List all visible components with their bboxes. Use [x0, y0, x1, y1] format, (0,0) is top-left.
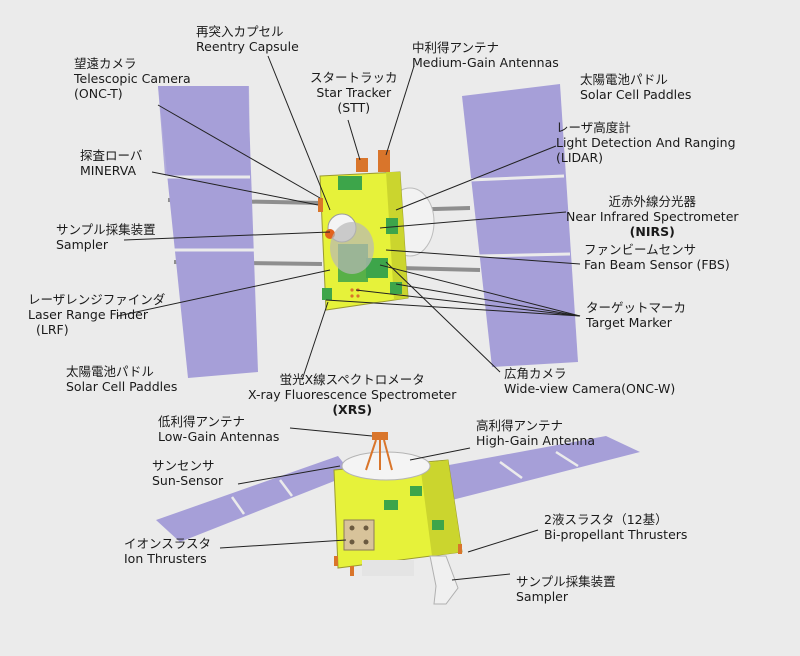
sampler-bottom-en: Sampler	[516, 589, 569, 604]
high-gain-dish-bottom	[341, 451, 431, 481]
sampler-bottom-jp: サンプル採集装置	[516, 574, 616, 589]
telescopic-camera-en: Telescopic Camera	[74, 71, 191, 86]
label-ion-thrusters: イオンスラスタ Ion Thrusters	[124, 536, 211, 566]
minerva-en: MINERVA	[80, 163, 137, 178]
label-nirs: 近赤外線分光器 Near Infrared Spectrometer (NIRS…	[566, 194, 739, 239]
label-target-marker: ターゲットマーカ Target Marker	[586, 300, 686, 330]
star-tracker-abbr: (STT)	[337, 100, 371, 115]
star-tracker-en: Star Tracker	[316, 85, 392, 100]
spacecraft-body-top	[318, 150, 409, 311]
label-bipropellant-thrusters: 2液スラスタ（12基） Bi-propellant Thrusters	[544, 512, 687, 542]
sun-sensor-jp: サンセンサ	[152, 458, 215, 473]
target-marker-jp: ターゲットマーカ	[586, 300, 687, 315]
label-telescopic-camera: 望遠カメラ Telescopic Camera (ONC-T)	[74, 56, 191, 101]
nirs-en: Near Infrared Spectrometer	[566, 209, 739, 224]
leader-lines	[117, 55, 581, 581]
sun-sensor-en: Sun-Sensor	[152, 473, 224, 488]
medium-gain-jp: 中利得アンテナ	[412, 40, 500, 55]
label-reentry-capsule: 再突入カプセル Reentry Capsule	[196, 24, 299, 54]
sampler-top-en: Sampler	[56, 237, 109, 252]
lrf-jp: レーザレンジファインダ	[28, 292, 166, 307]
ion-thrusters-jp: イオンスラスタ	[124, 536, 212, 551]
xrs-abbr: (XRS)	[332, 402, 373, 417]
lidar-abbr: (LIDAR)	[556, 150, 604, 165]
lidar-jp: レーザ高度計	[556, 120, 631, 135]
ion-thrusters-en: Ion Thrusters	[124, 551, 207, 566]
solar-paddles-left-jp: 太陽電池パドル	[66, 364, 154, 379]
label-star-tracker: スタートラッカ Star Tracker (STT)	[310, 70, 398, 115]
lrf-en: Laser Range Finder	[28, 307, 148, 322]
ion-thruster-block	[343, 519, 375, 551]
label-solar-paddles-right: 太陽電池パドル Solar Cell Paddles	[580, 72, 691, 102]
reentry-capsule-en: Reentry Capsule	[196, 39, 299, 54]
high-gain-en: High-Gain Antenna	[476, 433, 595, 448]
biprop-en: Bi-propellant Thrusters	[544, 527, 688, 542]
wide-view-jp: 広角カメラ	[504, 366, 567, 381]
solar-paddle-left	[158, 86, 258, 378]
star-tracker-jp: スタートラッカ	[310, 70, 398, 85]
sampler-horn	[429, 555, 459, 605]
bottom-view	[156, 432, 640, 605]
telescopic-camera-jp: 望遠カメラ	[74, 56, 137, 71]
minerva-jp: 探査ローバ	[80, 148, 143, 163]
lidar-en: Light Detection And Ranging	[556, 135, 736, 150]
label-medium-gain-antennas: 中利得アンテナ Medium-Gain Antennas	[412, 40, 559, 70]
telescopic-camera-abbr: (ONC-T)	[74, 86, 123, 101]
label-high-gain-antenna: 高利得アンテナ High-Gain Antenna	[476, 418, 595, 448]
solar-paddle-right	[462, 84, 578, 367]
target-marker-en: Target Marker	[586, 315, 672, 330]
wide-view-en: Wide-view Camera(ONC-W)	[504, 381, 676, 396]
label-low-gain-antennas: 低利得アンテナ Low-Gain Antennas	[158, 414, 279, 444]
label-fan-beam-sensor: ファンビームセンサ Fan Beam Sensor (FBS)	[584, 242, 730, 272]
solar-paddle-right-bottom	[422, 436, 640, 500]
fbs-jp: ファンビームセンサ	[584, 242, 697, 257]
low-gain-en: Low-Gain Antennas	[158, 429, 280, 444]
label-laser-range-finder: レーザレンジファインダ Laser Range Finder (LRF)	[28, 292, 165, 337]
xrs-en: X-ray Fluorescence Spectrometer	[248, 387, 457, 402]
solar-paddle-left-bottom	[156, 456, 352, 542]
biprop-jp: 2液スラスタ（12基）	[544, 512, 668, 527]
label-sampler-bottom: サンプル採集装置 Sampler	[516, 574, 616, 604]
label-minerva: 探査ローバ MINERVA	[80, 148, 142, 178]
label-solar-paddles-left: 太陽電池パドル Solar Cell Paddles	[66, 364, 177, 394]
solar-paddles-left-en: Solar Cell Paddles	[66, 379, 178, 394]
lrf-abbr: (LRF)	[36, 322, 69, 337]
label-sun-sensor: サンセンサ Sun-Sensor	[152, 458, 223, 488]
label-lidar: レーザ高度計 Light Detection And Ranging (LIDA…	[556, 120, 736, 165]
label-xrs: 蛍光X線スペクトロメータ X-ray Fluorescence Spectrom…	[248, 372, 456, 417]
fbs-en: Fan Beam Sensor (FBS)	[584, 257, 730, 272]
sampler-top-jp: サンプル採集装置	[56, 222, 156, 237]
top-view	[158, 84, 578, 378]
label-sampler-top: サンプル採集装置 Sampler	[56, 222, 156, 252]
xrs-jp: 蛍光X線スペクトロメータ	[279, 372, 425, 387]
high-gain-jp: 高利得アンテナ	[476, 418, 564, 433]
label-wide-view-camera: 広角カメラ Wide-view Camera(ONC-W)	[504, 366, 675, 396]
reentry-capsule-jp: 再突入カプセル	[196, 24, 284, 39]
low-gain-jp: 低利得アンテナ	[158, 414, 246, 429]
nirs-abbr: (NIRS)	[629, 224, 675, 239]
solar-paddles-right-en: Solar Cell Paddles	[580, 87, 692, 102]
solar-paddles-right-jp: 太陽電池パドル	[580, 72, 668, 87]
low-gain-antenna-mast	[365, 439, 393, 471]
nirs-jp: 近赤外線分光器	[608, 194, 697, 209]
medium-gain-en: Medium-Gain Antennas	[412, 55, 559, 70]
